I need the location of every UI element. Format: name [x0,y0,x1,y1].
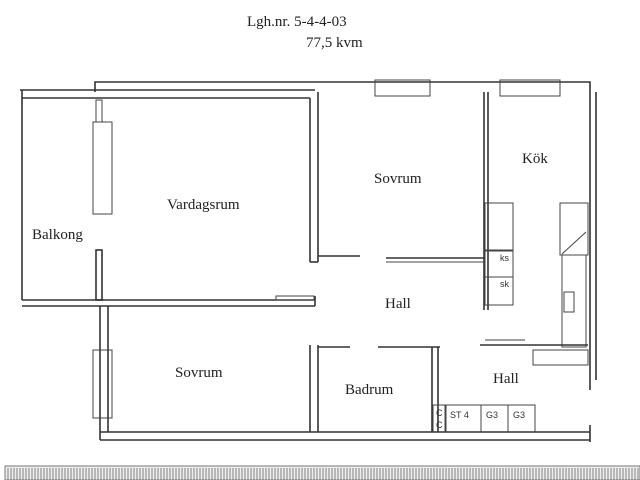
walls [20,79,597,442]
apartment-area: 77,5 kvm [306,35,363,51]
room-label-kitchen: Kök [522,151,548,167]
scale-ruler [4,465,640,480]
room-label-balcony: Balkong [32,227,83,243]
room-label-bedroom-bottom: Sovrum [175,365,223,381]
room-label-bedroom-top: Sovrum [374,171,422,187]
fixture-c1: C [436,408,443,418]
room-label-bathroom: Badrum [345,382,394,398]
room-label-hall-center: Hall [385,296,411,312]
fixture-g3a: G3 [486,410,498,420]
fixture-ks: ks [500,253,510,263]
room-label-living-room: Vardagsrum [167,197,240,213]
fixture-g3b: G3 [513,410,525,420]
apartment-number: Lgh.nr. 5-4-4-03 [247,14,347,30]
fixture-st4: ST 4 [450,410,469,420]
fixture-c2: C [436,420,443,430]
room-label-hall-right: Hall [493,371,519,387]
fixture-sk: sk [500,279,510,289]
